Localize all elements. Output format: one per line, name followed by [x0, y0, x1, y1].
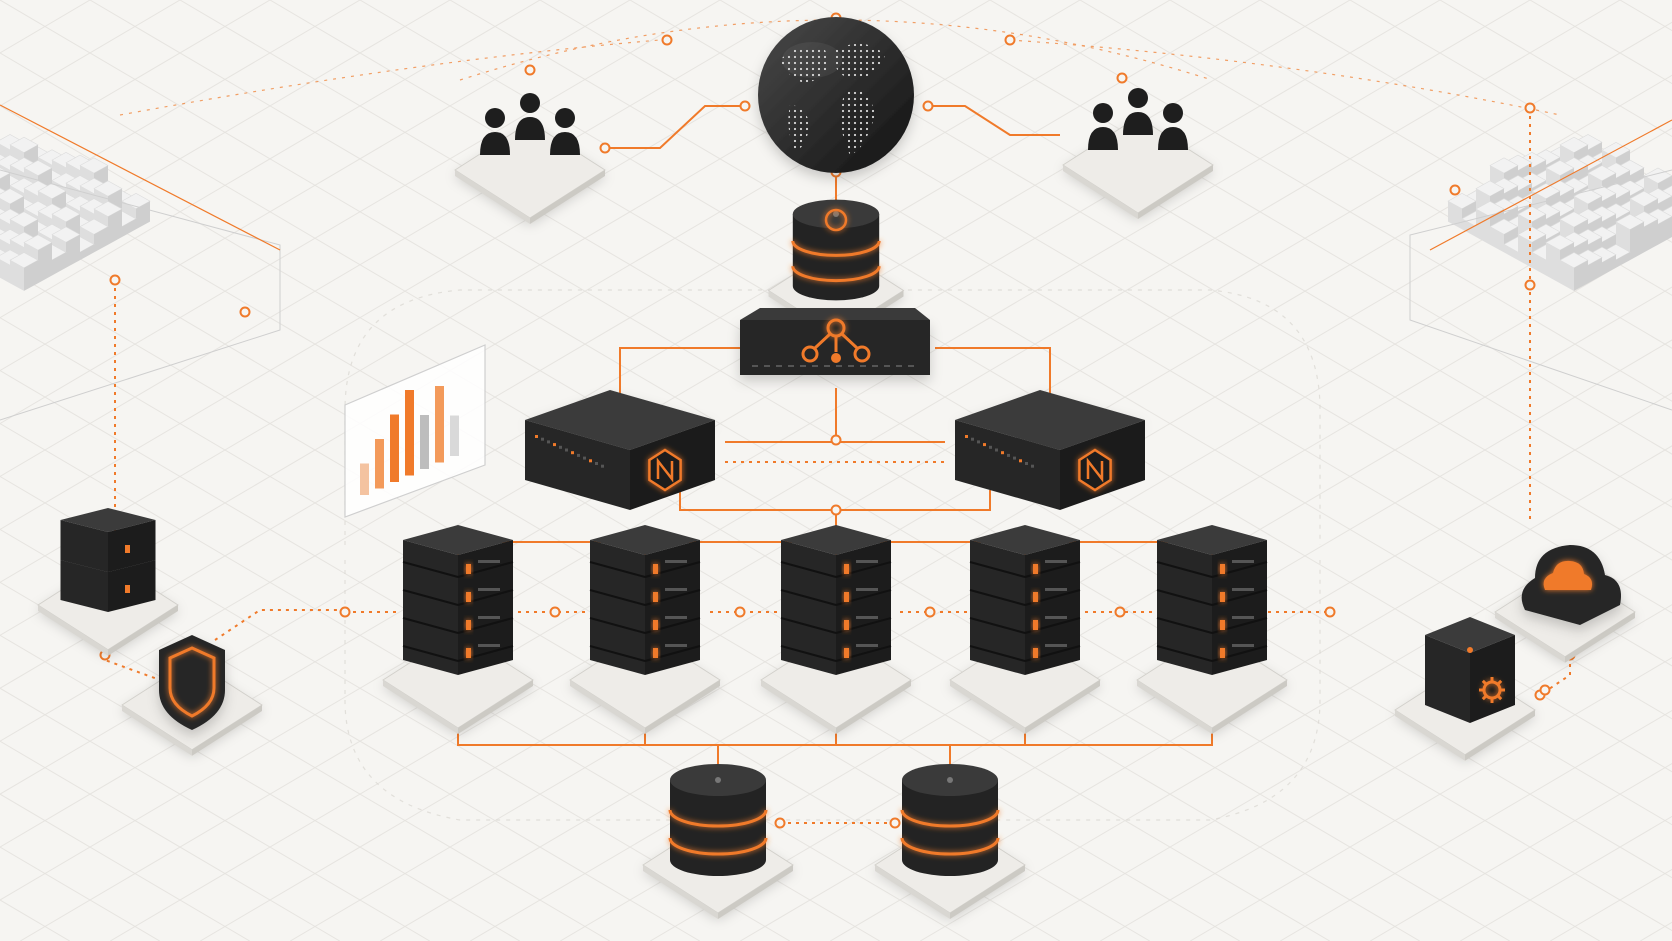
connection-dot: [1114, 606, 1126, 618]
edge-nginx-left-bus: [679, 485, 836, 511]
connection-dot: [1539, 684, 1551, 696]
core-router-icon: [740, 308, 930, 375]
gear-icon: [1479, 677, 1505, 703]
config-cube-icon: [1394, 617, 1536, 761]
edge-right-terrain: [1429, 119, 1672, 251]
connection-dot: [524, 64, 536, 76]
connection-dot: [1449, 184, 1461, 196]
server-3: [760, 525, 912, 734]
server-1: [382, 525, 534, 734]
nginx-right-load-balancer: [955, 390, 1145, 510]
connection-dot: [924, 606, 936, 618]
edge-users-left-globe: [605, 105, 745, 149]
connection-dot: [599, 142, 611, 154]
devices-layer: [37, 17, 1636, 919]
database-replica-icon: [874, 764, 1026, 919]
connection-dot: [1524, 102, 1536, 114]
edge-shield-bus: [214, 609, 345, 641]
globe-icon: [758, 17, 914, 173]
nginx-left-load-balancer: [525, 390, 715, 510]
database-primary-icon: [642, 764, 794, 919]
connection-dot: [889, 817, 901, 829]
connection-dot: [922, 100, 934, 112]
analytics-bar: [390, 414, 399, 482]
cloud-icon: [1494, 545, 1636, 663]
edge-router-nginx-left: [619, 347, 740, 405]
analytics-bar: [450, 415, 459, 456]
connection-dot: [1116, 72, 1128, 84]
connection-dot: [734, 606, 746, 618]
server-5: [1136, 525, 1288, 734]
connection-dot: [1324, 606, 1336, 618]
connection-dot: [1524, 279, 1536, 291]
users-right-icon: [1062, 88, 1214, 219]
connection-dot: [774, 817, 786, 829]
decorative-orbit-lines: [119, 19, 1561, 821]
users-left-icon: [454, 93, 606, 224]
edge-cloud-cube: [1539, 640, 1571, 696]
connection-dot: [661, 34, 673, 46]
connection-dot: [1004, 34, 1016, 46]
analytics-panel: [344, 344, 486, 518]
analytics-bar: [360, 463, 369, 495]
connection-dot: [830, 434, 842, 446]
terrain-right-icon: [1409, 134, 1672, 411]
analytics-bar: [420, 415, 429, 469]
shield-icon: [121, 635, 263, 756]
edge-left-terrain: [0, 104, 281, 251]
analytics-bar: [405, 390, 414, 476]
server-2: [569, 525, 721, 734]
analytics-bar: [435, 386, 444, 463]
connection-dot: [549, 606, 561, 618]
edge-router-nginx-right: [935, 347, 1051, 405]
connection-dot: [739, 100, 751, 112]
network-hub-icon: [801, 318, 871, 363]
connection-dot: [239, 306, 251, 318]
connection-dot: [109, 274, 121, 286]
connection-dot: [339, 606, 351, 618]
edge-bus-to-db: [717, 745, 951, 770]
analytics-bar: [375, 439, 384, 489]
terrain-left-icon: [0, 134, 281, 421]
edge-nginx-right-bus: [836, 490, 991, 511]
edge-users-right-globe: [928, 105, 1060, 136]
bar-chart-icon: [360, 386, 459, 495]
server-4: [949, 525, 1101, 734]
connection-dot: [830, 504, 842, 516]
edge-server-icon: [37, 508, 179, 656]
